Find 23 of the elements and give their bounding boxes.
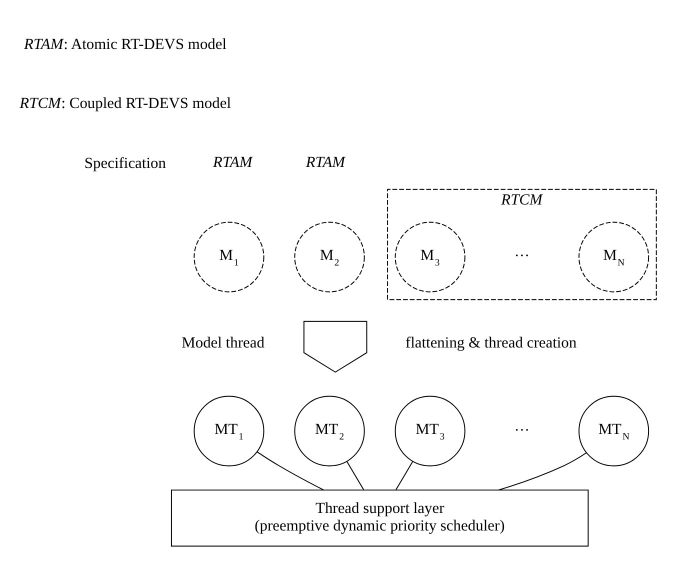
label: ···: [514, 421, 530, 438]
node-circle: MT$_{3}$: [394, 395, 466, 466]
node-label: RTAM: [306, 153, 346, 170]
label: RTAM: Atomic RT-DEVS model: [24, 35, 227, 52]
node-arrow: [303, 320, 368, 372]
label: RTCM: Coupled RT-DEVS model: [20, 94, 232, 112]
node-circle: M$_{3}$: [394, 221, 466, 292]
node-circle: M$_{2}$: [294, 221, 365, 292]
node-circle: MT$_{2}$: [294, 395, 365, 466]
connector: [395, 460, 414, 490]
connector: [498, 452, 587, 490]
node-label: flattening & thread creation: [405, 334, 577, 352]
connector: [256, 450, 324, 490]
label: Model thread: [182, 334, 264, 352]
label: ···: [514, 247, 530, 264]
node-circle: M$_{N}$: [578, 221, 650, 292]
node-circle: M$_{1}$: [194, 221, 264, 292]
node-circle: MT$_{N}$: [578, 395, 650, 466]
connector: [346, 460, 364, 490]
label: Specification: [84, 154, 166, 172]
node-circle: MT$_{1}$: [194, 395, 264, 466]
node-box: Thread support layer (preemptive dynamic priority scheduler): [170, 489, 589, 546]
node-label: RTAM: [213, 153, 252, 170]
